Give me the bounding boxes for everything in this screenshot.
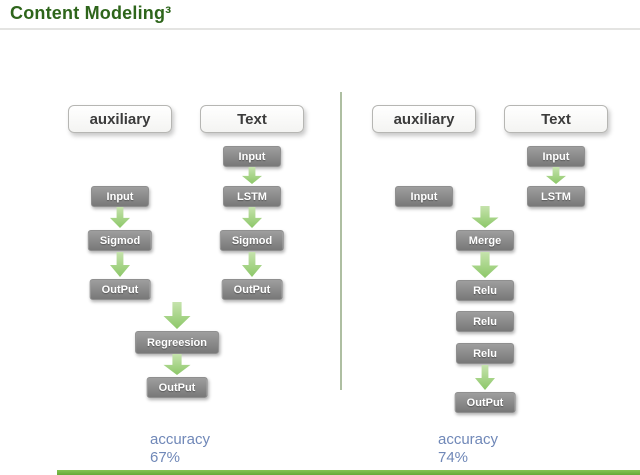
- left-text-input-node: Input: [223, 146, 281, 167]
- down-arrow-icon: [163, 302, 191, 329]
- title-divider: [0, 28, 640, 30]
- right-accuracy-value: 74%: [438, 449, 469, 466]
- right-relu-node-3: Relu: [456, 343, 514, 364]
- left-accuracy-label: accuracy: [150, 431, 211, 448]
- down-arrow-icon: [242, 167, 262, 184]
- left-text-lstm-node: LSTM: [223, 186, 281, 207]
- right-text-input-node: Input: [527, 146, 585, 167]
- right-relu-node-2: Relu: [456, 311, 514, 332]
- down-arrow-icon: [475, 365, 495, 390]
- right-relu-node-1: Relu: [456, 280, 514, 301]
- down-arrow-icon: [163, 354, 191, 375]
- right-final-output-node: OutPut: [454, 392, 516, 413]
- down-arrow-icon: [471, 206, 499, 228]
- page-title: Content Modeling³: [10, 3, 172, 23]
- down-arrow-icon: [242, 207, 262, 228]
- panel-divider: [340, 92, 342, 390]
- left-accuracy-value: 67%: [150, 449, 181, 466]
- right-accuracy-label: accuracy: [438, 431, 499, 448]
- down-arrow-icon: [110, 252, 130, 277]
- right-header-text: Text: [504, 105, 608, 133]
- left-text-output-node: OutPut: [221, 279, 283, 300]
- right-accuracy: accuracy 74%: [438, 431, 498, 467]
- left-aux-input-node: Input: [91, 186, 149, 207]
- left-final-output-node: OutPut: [146, 377, 208, 398]
- left-aux-output-node: OutPut: [89, 279, 151, 300]
- left-header-text: Text: [200, 105, 304, 133]
- left-aux-sigmod-node: Sigmod: [87, 230, 153, 251]
- left-accuracy: accuracy 67%: [150, 431, 210, 467]
- down-arrow-icon: [242, 252, 262, 277]
- down-arrow-icon: [471, 252, 499, 278]
- right-header-auxiliary: auxiliary: [372, 105, 476, 133]
- right-aux-input-node: Input: [395, 186, 453, 207]
- right-merge-node: Merge: [456, 230, 514, 251]
- right-text-lstm-node: LSTM: [527, 186, 585, 207]
- down-arrow-icon: [546, 167, 566, 184]
- left-header-auxiliary: auxiliary: [68, 105, 172, 133]
- bottom-progress-bar: [57, 470, 640, 475]
- left-regression-node: Regreesion: [135, 331, 219, 354]
- left-text-sigmod-node: Sigmod: [219, 230, 285, 251]
- down-arrow-icon: [110, 207, 130, 228]
